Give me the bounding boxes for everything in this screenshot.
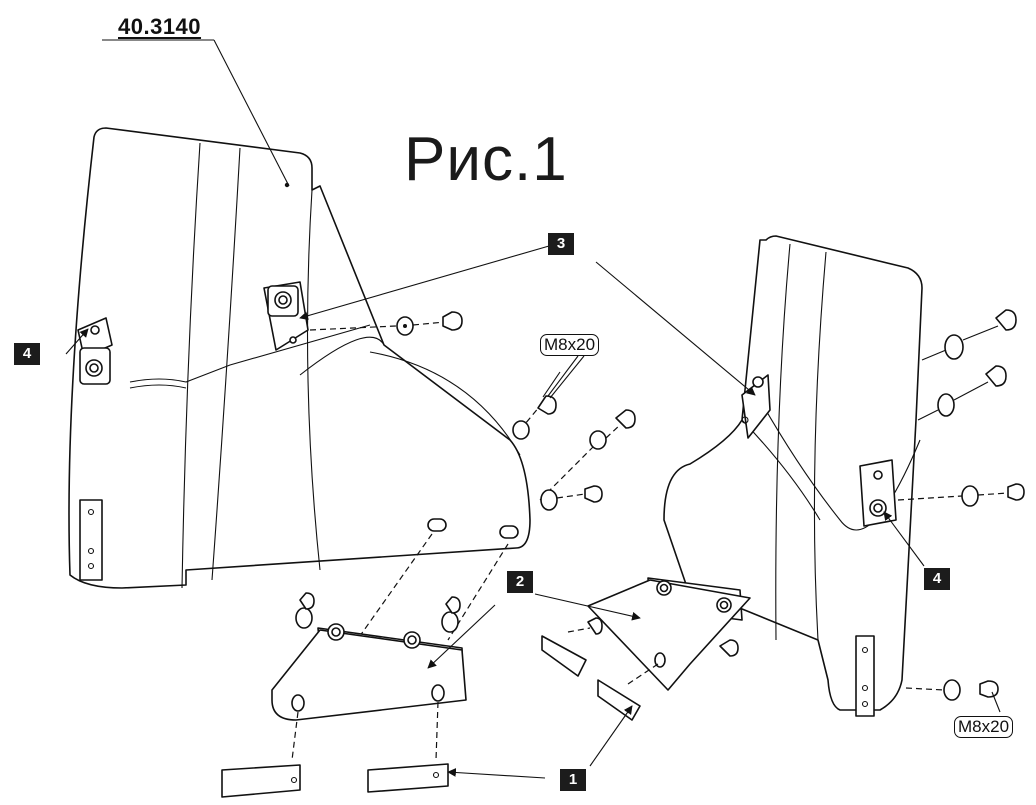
right-lower-bracket — [541, 577, 751, 721]
left-lower-bracket — [271, 533, 509, 761]
bottom-plates — [221, 763, 449, 798]
bolt-size-label-top: M8x20 — [540, 334, 600, 356]
bolt-size-label-bottom: M8x20 — [954, 716, 1014, 738]
figure-title: Рис.1 — [404, 125, 568, 194]
right-fasteners — [897, 309, 1025, 701]
part-number: 40.3140 — [118, 14, 202, 39]
callout-2: 2 — [507, 571, 533, 593]
leader-lines — [65, 39, 1001, 779]
left-mudflap — [68, 127, 531, 589]
callout-3: 3 — [548, 233, 574, 255]
left-fasteners — [309, 311, 636, 511]
callout-4-left: 4 — [14, 343, 40, 365]
callout-4-right: 4 — [924, 568, 950, 590]
callout-1: 1 — [560, 769, 586, 791]
